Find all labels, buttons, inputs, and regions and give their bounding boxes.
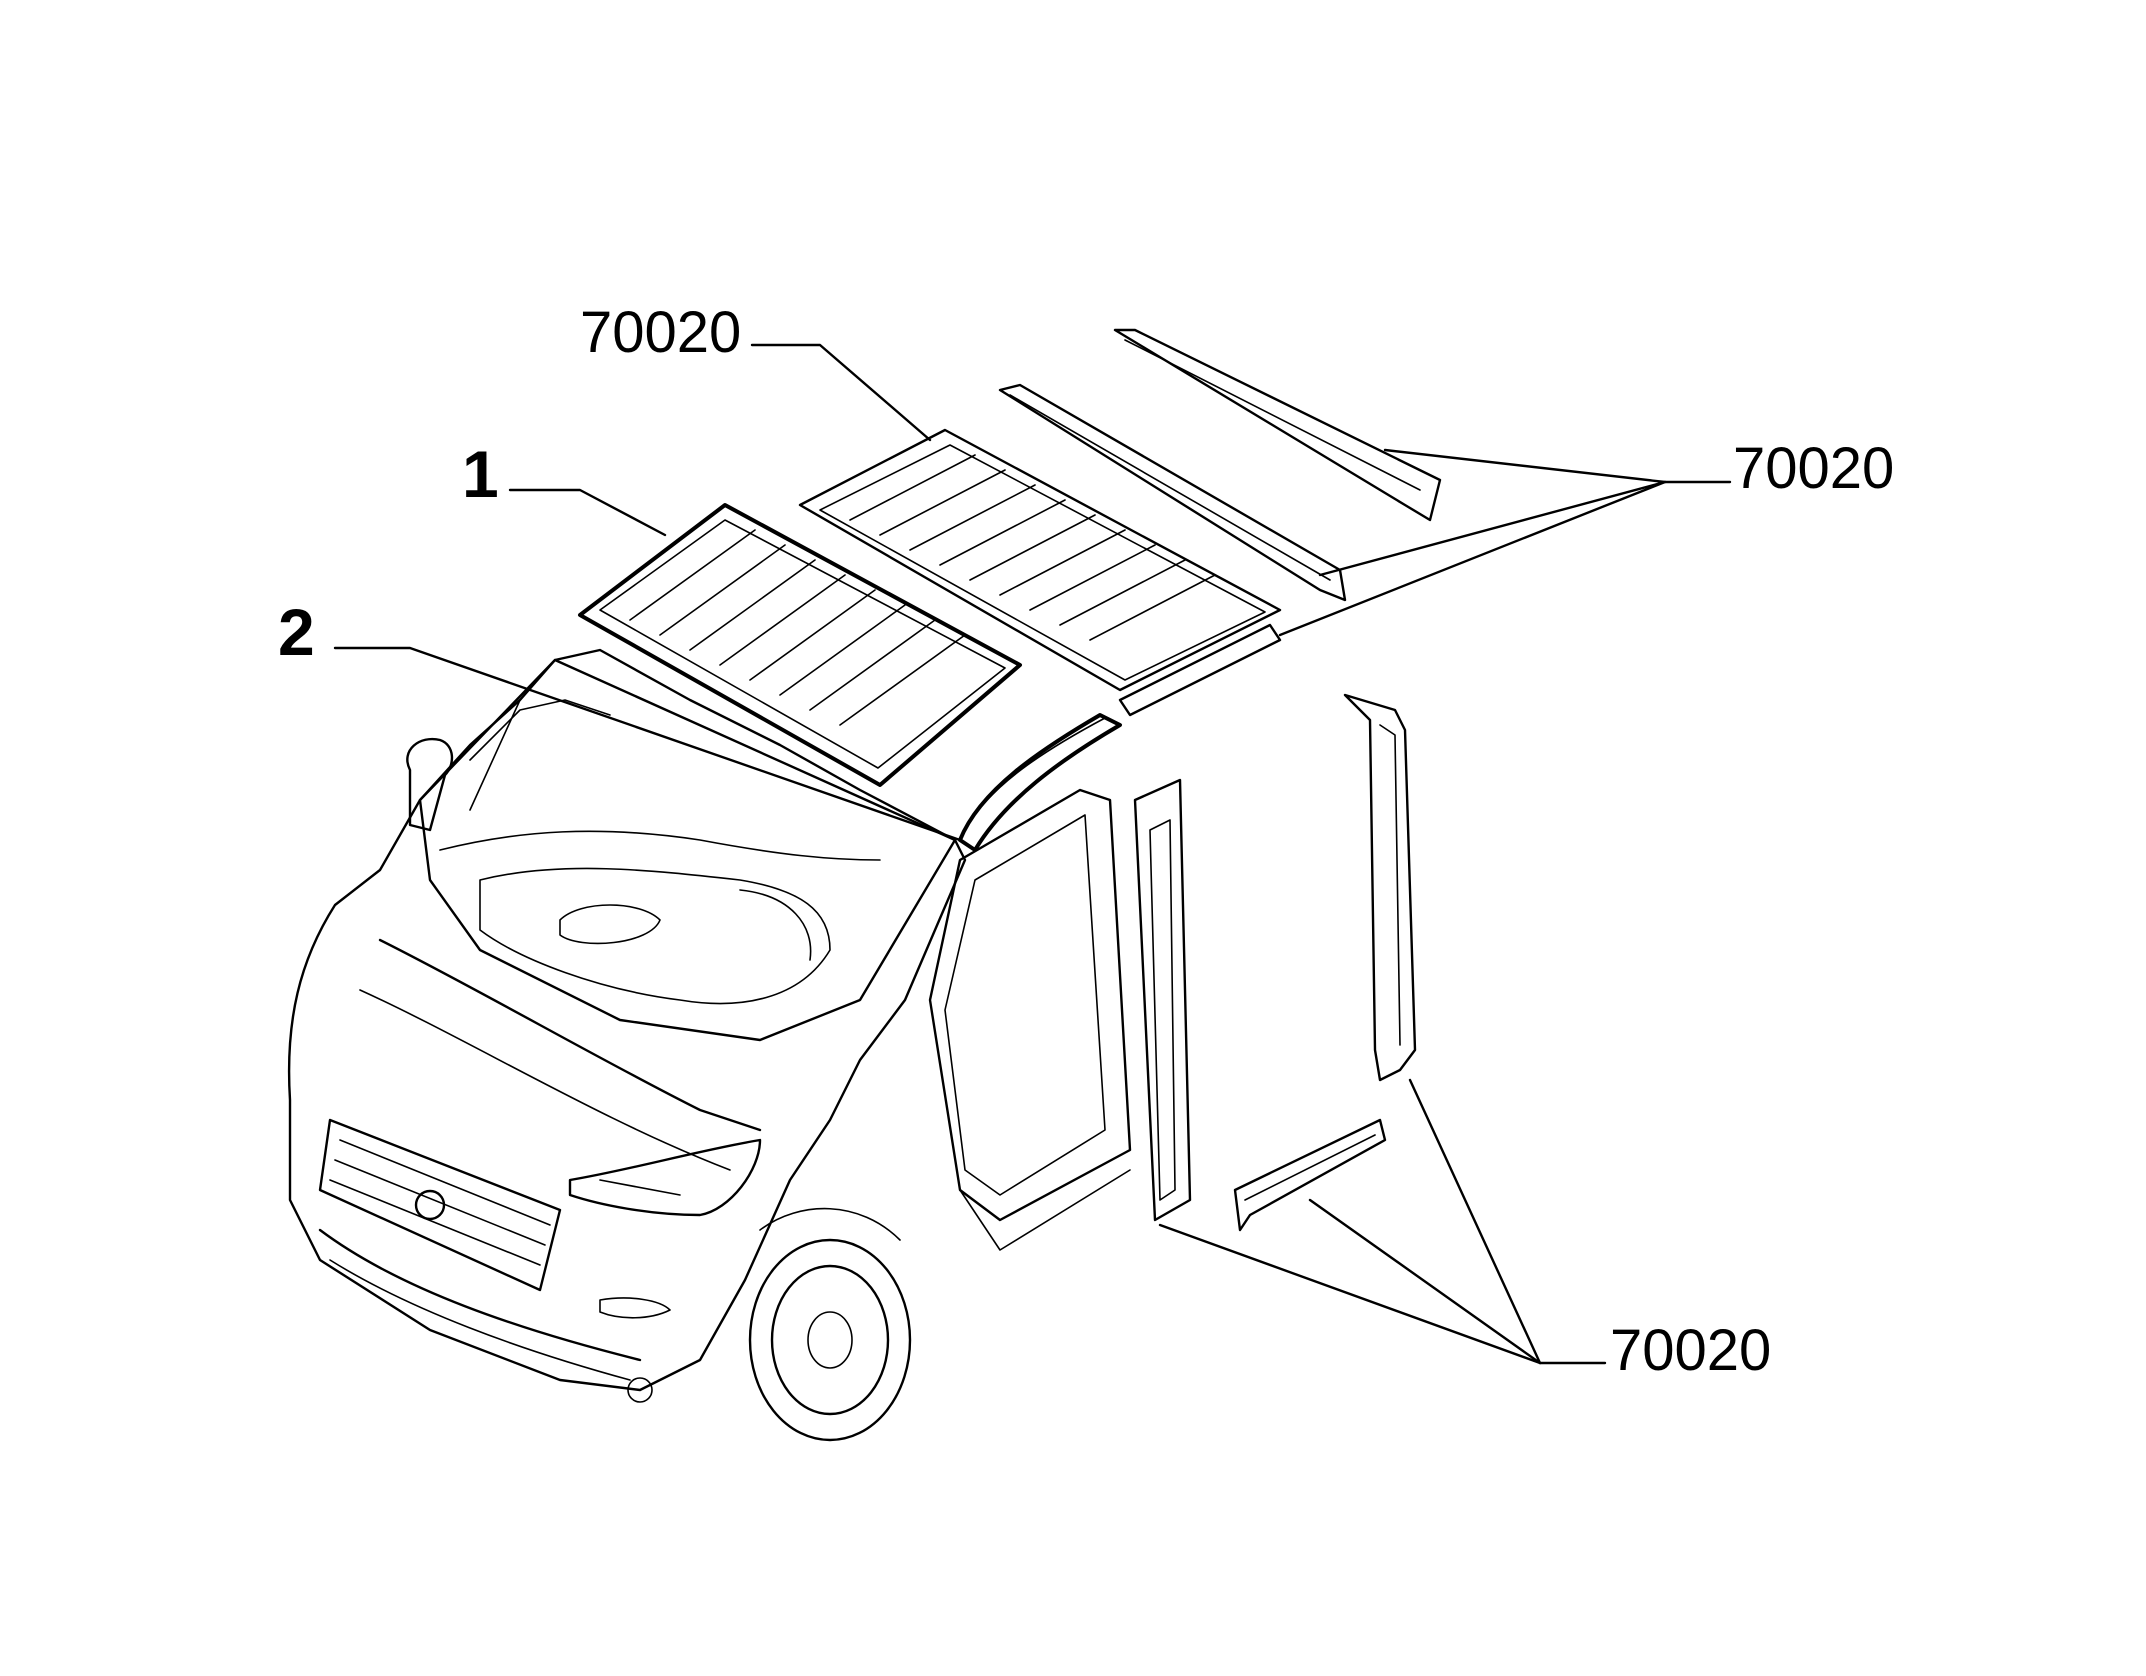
leader-lines xyxy=(333,343,1732,1365)
part-1-roof-panel xyxy=(578,503,1022,787)
roof-rails xyxy=(998,328,1442,602)
part-2-roof-bow xyxy=(958,713,1122,852)
callout-part-1: 1 xyxy=(462,437,499,511)
callout-part-2: 2 xyxy=(278,595,315,669)
callout-ref-roof-panel: 70020 xyxy=(580,300,741,365)
side-members xyxy=(1233,693,1417,1232)
callout-ref-roof-rails: 70020 xyxy=(1733,436,1894,501)
callout-ref-side-members: 70020 xyxy=(1610,1318,1771,1383)
rear-roof-panel xyxy=(798,428,1282,717)
van-cab-illustration xyxy=(287,648,1192,1442)
